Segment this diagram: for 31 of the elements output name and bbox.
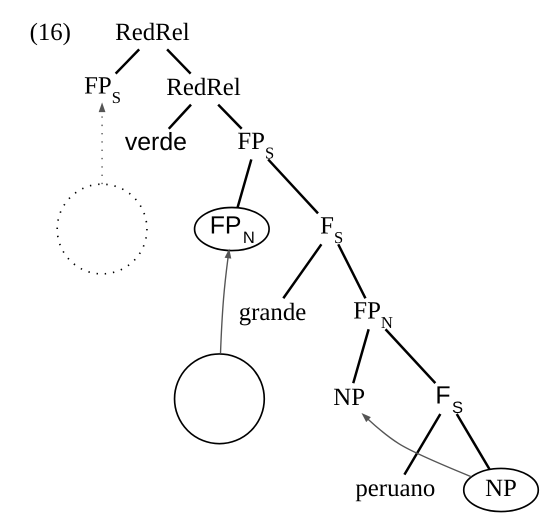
connector [236, 158, 253, 208]
connector [168, 103, 192, 130]
node-text: F$_{S}$ [320, 212, 344, 247]
connector [352, 328, 370, 383]
connector [166, 48, 192, 74]
connector [282, 243, 322, 298]
node-circle [56, 182, 148, 274]
node-circle [174, 352, 266, 444]
connector [337, 243, 367, 298]
connector [456, 412, 490, 470]
connector [267, 158, 319, 214]
arrow [361, 412, 472, 477]
node-text: RedRel [115, 18, 190, 46]
node-text: FP$_{N}$ [353, 297, 393, 332]
connector [403, 412, 442, 475]
arrow [220, 248, 232, 354]
connector [384, 328, 436, 384]
arrow [98, 102, 106, 184]
node-text: FP$_{S}$ [84, 72, 121, 107]
label: (16) [30, 18, 71, 46]
connector [217, 103, 243, 130]
node-text: F$_{S}$ [435, 382, 464, 417]
connector [114, 48, 140, 74]
node-text: grande [238, 298, 306, 326]
node-ellipse: FP$_{N}$ [194, 206, 270, 251]
node-text: NP [333, 383, 366, 410]
node-text: peruano [355, 474, 436, 502]
node-text: RedRel [166, 73, 241, 100]
node-text: verde [124, 128, 187, 156]
node-text: FP$_{S}$ [237, 127, 274, 162]
node-ellipse: NP [462, 467, 540, 512]
